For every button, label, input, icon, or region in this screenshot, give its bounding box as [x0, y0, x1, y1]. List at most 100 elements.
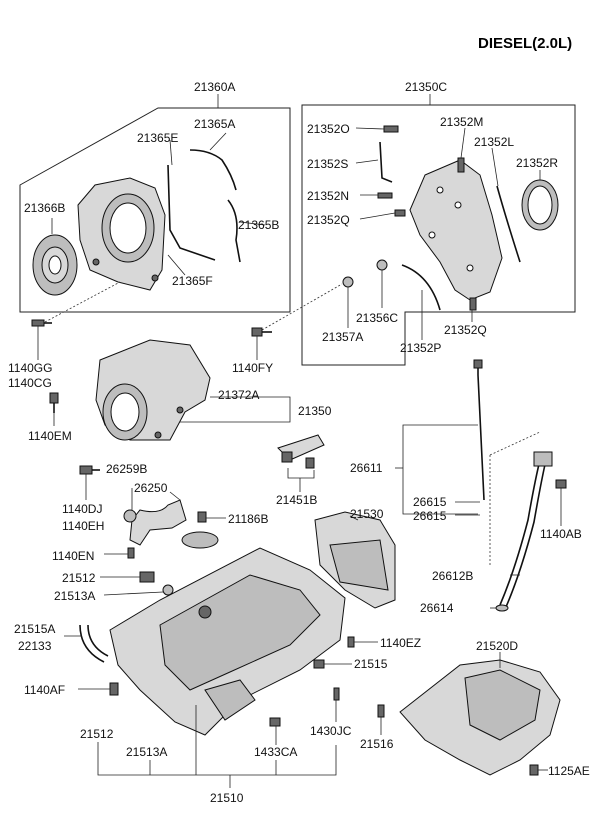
label-26611: 26611 — [350, 461, 383, 475]
label-26250: 26250 — [134, 481, 168, 495]
upper-timing-cover — [77, 177, 166, 291]
sensor-1430JC — [333, 687, 340, 701]
diagram-title: DIESEL(2.0L) — [478, 35, 572, 52]
label-1140AF: 1140AF — [24, 683, 65, 697]
label-21513A: 21513A — [54, 589, 95, 603]
group-box-21350C — [301, 104, 576, 366]
label-21352P: 21352P — [400, 341, 441, 355]
label-26615: 26615 — [413, 495, 447, 509]
label-21350: 21350 — [298, 404, 332, 418]
label-1433CA: 1433CA — [254, 745, 297, 759]
label-1140EZ: 1140EZ — [380, 636, 421, 650]
bolt-21515 — [313, 659, 325, 669]
drain-plug-21512 — [139, 571, 155, 583]
label-21365F: 21365F — [172, 274, 213, 288]
lower-timing-cover-21372A — [95, 339, 211, 441]
label-21516: 21516 — [360, 737, 394, 751]
oring-26614 — [495, 604, 509, 612]
bolt-1140FY — [251, 327, 272, 337]
label-22133: 22133 — [18, 639, 52, 653]
seal-21352R — [521, 179, 559, 231]
bolt-1140AF — [109, 682, 119, 696]
label-21350C: 21350C — [405, 80, 447, 94]
bolt-21516 — [377, 704, 385, 718]
label-21513A-2: 21513A — [126, 745, 167, 759]
washer-21356C — [376, 259, 388, 271]
label-1140CG: 1140CG — [8, 376, 52, 390]
clip-21352M — [457, 157, 465, 173]
label-1430JC: 1430JC — [310, 724, 352, 738]
lower-cover-plate — [409, 159, 503, 301]
label-1140EM: 1140EM — [28, 429, 72, 443]
baffle-21530 — [314, 511, 396, 609]
rod-21352S — [379, 141, 393, 183]
label-21186B: 21186B — [228, 512, 268, 526]
label-1125AE: 1125AE — [548, 764, 590, 778]
pin-21352O — [383, 125, 399, 133]
bolt-26259B — [79, 465, 100, 475]
label-21510: 21510 — [210, 791, 244, 805]
label-26615-2: 26615 — [413, 509, 447, 523]
label-21352M: 21352M — [440, 115, 483, 129]
label-21372A: 21372A — [218, 388, 259, 402]
label-21520D: 21520D — [476, 639, 518, 653]
bolt-1140EZ — [347, 636, 355, 648]
clip-21352Q-2 — [469, 297, 477, 311]
label-21365E: 21365E — [137, 131, 178, 145]
group-box-21360A — [19, 107, 291, 313]
bracket-21451B — [277, 434, 325, 469]
gasket-21365A — [189, 149, 237, 191]
oil-strainer-26250 — [123, 499, 219, 549]
bolt-1140GG — [31, 319, 52, 327]
label-21356C: 21356C — [356, 311, 398, 325]
timing-cover-upper-group — [19, 94, 291, 323]
bolt-1433CA — [269, 717, 281, 727]
label-21352L: 21352L — [474, 135, 514, 149]
label-1140EH: 1140EH — [62, 519, 104, 533]
label-21360A: 21360A — [194, 80, 235, 94]
label-1140EN: 1140EN — [52, 549, 94, 563]
label-21366B: 21366B — [24, 201, 65, 215]
heat-shield-21520D — [399, 659, 561, 776]
label-21515A: 21515A — [14, 622, 55, 636]
label-21352N: 21352N — [307, 189, 349, 203]
bolt-1140EM — [49, 392, 59, 413]
timing-cover-lower-group — [261, 94, 576, 366]
bolt-1140AB — [555, 479, 567, 489]
gasket-21352L — [496, 185, 521, 263]
bolt-1125AE — [529, 764, 539, 776]
label-21365A: 21365A — [194, 117, 235, 131]
label-21512-2: 21512 — [80, 727, 114, 741]
gasket-21513A — [162, 584, 174, 596]
gasket-21365B — [227, 199, 241, 263]
label-1140GG: 1140GG — [8, 361, 52, 375]
label-26612B: 26612B — [432, 569, 473, 583]
label-1140DJ: 1140DJ — [62, 502, 102, 516]
washer-21357A — [342, 276, 354, 288]
label-1140FY: 1140FY — [232, 361, 273, 375]
label-26614: 26614 — [420, 601, 454, 615]
gasket-21352P — [401, 264, 441, 311]
pipe-21515A — [79, 624, 109, 663]
label-21352O: 21352O — [307, 122, 350, 136]
pin-21352N — [377, 192, 393, 199]
label-1140AB: 1140AB — [540, 527, 582, 541]
label-21357A: 21357A — [322, 330, 363, 344]
seal-ring-21366B — [32, 234, 78, 296]
label-26259B: 26259B — [106, 462, 147, 476]
clip-21352Q — [394, 209, 406, 217]
label-21352S: 21352S — [307, 157, 348, 171]
label-21530: 21530 — [350, 507, 384, 521]
assembly-bracket — [97, 742, 337, 776]
bolt-21186B — [197, 511, 207, 523]
label-21352R: 21352R — [516, 156, 558, 170]
label-21451B: 21451B — [276, 493, 317, 507]
label-21352Q-2: 21352Q — [444, 323, 487, 337]
label-21515: 21515 — [354, 657, 388, 671]
dipstick-tube-26612B — [499, 451, 553, 608]
label-21365B: 21365B — [238, 218, 279, 232]
oil-pan-21510 — [109, 547, 346, 736]
bolt-1140EN — [127, 547, 135, 559]
label-21352Q: 21352Q — [307, 213, 350, 227]
